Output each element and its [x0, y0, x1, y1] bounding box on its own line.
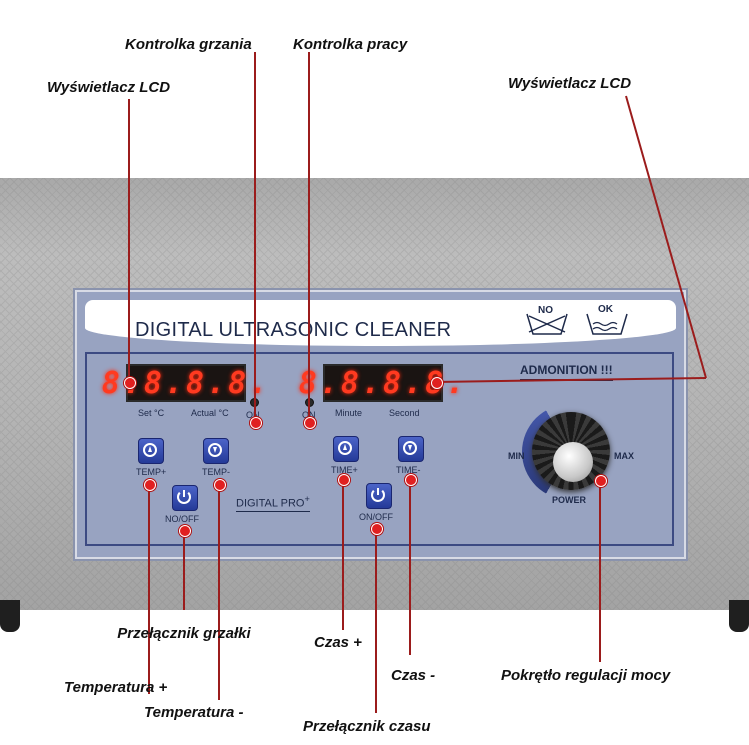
time-minus-button[interactable]	[398, 436, 424, 462]
max-label: MAX	[614, 451, 634, 461]
timer-power-button[interactable]	[366, 483, 392, 509]
minute-label: Minute	[335, 408, 363, 418]
power-label: POWER	[552, 495, 587, 505]
brand-mark: +	[304, 494, 310, 504]
arrow-down-icon	[403, 441, 417, 455]
callout-work-indicator: Kontrolka pracy	[293, 36, 408, 53]
arrow-up-icon	[338, 441, 352, 455]
work-indicator-marker	[304, 417, 316, 429]
power-icon	[371, 488, 385, 502]
heater-onoff-label: NO/OFF	[165, 514, 199, 524]
callout-lcd-right: Wyświetlacz LCD	[508, 75, 632, 92]
timer-onoff-label: ON/OFF	[359, 512, 393, 522]
heating-indicator-marker	[250, 417, 262, 429]
time-plus-marker	[338, 474, 350, 486]
ok-symbol: OK	[598, 304, 613, 315]
callout-time-minus: Czas -	[391, 667, 436, 684]
heating-on-label: ON	[246, 410, 260, 420]
callout-power-knob: Pokrętło regulacji mocy	[501, 667, 671, 684]
callout-temp-minus: Temperatura -	[144, 704, 244, 721]
brand-name: DIGITAL PRO	[236, 497, 305, 510]
lcd-right-marker	[431, 377, 443, 389]
power-knob-marker	[595, 475, 607, 487]
time-minus-marker	[405, 474, 417, 486]
callout-time-plus: Czas +	[314, 634, 362, 651]
ok-symbol-label: OK	[598, 304, 613, 315]
min-label: MIN	[508, 451, 525, 461]
no-symbol: NO	[538, 305, 553, 316]
no-basin-icon	[526, 313, 568, 335]
brand-label: DIGITAL PRO+	[236, 494, 310, 512]
actual-temp-label: Actual °C	[191, 408, 229, 418]
temp-minus-button[interactable]	[203, 438, 229, 464]
temp-plus-button[interactable]	[138, 438, 164, 464]
callout-temp-plus: Temperatura +	[64, 679, 168, 696]
device-foot-left	[0, 600, 20, 632]
set-temp-label: Set °C	[138, 408, 165, 418]
no-symbol-label: NO	[538, 305, 553, 316]
temp-minus-label: TEMP-	[202, 467, 230, 477]
callout-lcd-left: Wyświetlacz LCD	[47, 79, 171, 96]
callout-heating-indicator: Kontrolka grzania	[125, 36, 252, 53]
lcd-left-marker	[124, 377, 136, 389]
heater-switch-marker	[179, 525, 191, 537]
second-label: Second	[389, 408, 420, 418]
time-minus-label: TIME-	[396, 465, 421, 475]
time-plus-label: TIME+	[331, 465, 358, 475]
temp-plus-label: TEMP+	[136, 467, 167, 477]
ok-basin-icon	[586, 313, 628, 335]
temp-plus-marker	[144, 479, 156, 491]
time-switch-marker	[371, 523, 383, 535]
title-band: DIGITAL ULTRASONIC CLEANER	[85, 300, 676, 346]
inner-frame	[85, 352, 674, 546]
arrow-down-icon	[208, 443, 222, 457]
device-foot-right	[729, 600, 749, 632]
arrow-up-icon	[143, 443, 157, 457]
power-icon	[177, 490, 191, 504]
time-lcd: 8.8.8.8.	[299, 364, 464, 402]
power-knob-cap[interactable]	[553, 442, 593, 482]
callout-heater-switch: Przełącznik grzałki	[117, 625, 251, 642]
callout-time-switch: Przełącznik czasu	[303, 718, 431, 735]
time-plus-button[interactable]	[333, 436, 359, 462]
panel-title: DIGITAL ULTRASONIC CLEANER	[135, 319, 452, 341]
temp-minus-marker	[214, 479, 226, 491]
heater-power-button[interactable]	[172, 485, 198, 511]
